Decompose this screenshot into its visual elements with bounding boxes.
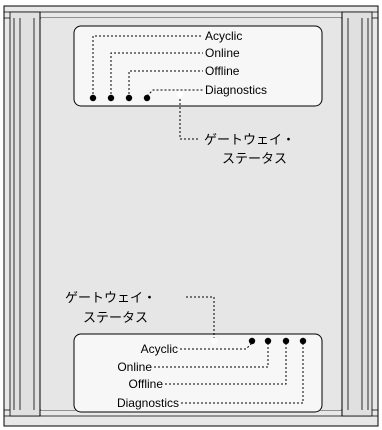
top-gateway-status-label-line1: ゲートウェイ・ [204, 133, 295, 148]
bottom-label-diagnostics: Diagnostics [117, 396, 179, 410]
top-label-online: Online [205, 46, 240, 60]
top-label-diagnostics: Diagnostics [205, 83, 267, 97]
top-gateway-status-label-line2: ステータス [222, 152, 287, 167]
bottom-led-online [264, 337, 272, 345]
bottom-label-online: Online [117, 360, 152, 374]
bottom-led-diagnostics [299, 337, 307, 345]
bottom-led-acyclic [248, 337, 256, 345]
left-rail [9, 11, 41, 417]
bottom-led-offline [282, 337, 290, 345]
bottom-gateway-status-label-line2: ステータス [83, 311, 148, 326]
bottom-label-offline: Offline [129, 377, 164, 391]
bottom-label-acyclic: Acyclic [141, 342, 178, 356]
top-label-acyclic: Acyclic [205, 29, 242, 43]
top-status-panel: Acyclic Online Offline Diagnostics [73, 25, 323, 140]
top-led-diagnostics [143, 94, 151, 102]
top-led-acyclic [89, 94, 97, 102]
bottom-gateway-status-label-line1: ゲートウェイ・ [65, 291, 156, 306]
top-led-online [107, 94, 115, 102]
right-rail [341, 11, 373, 417]
bottom-status-panel: Acyclic Online Offline Diagnostics [73, 296, 323, 413]
top-label-offline: Offline [205, 64, 240, 78]
top-led-gateway-status [176, 90, 184, 98]
bottom-led-gateway-status [210, 337, 218, 345]
top-led-offline [125, 94, 133, 102]
